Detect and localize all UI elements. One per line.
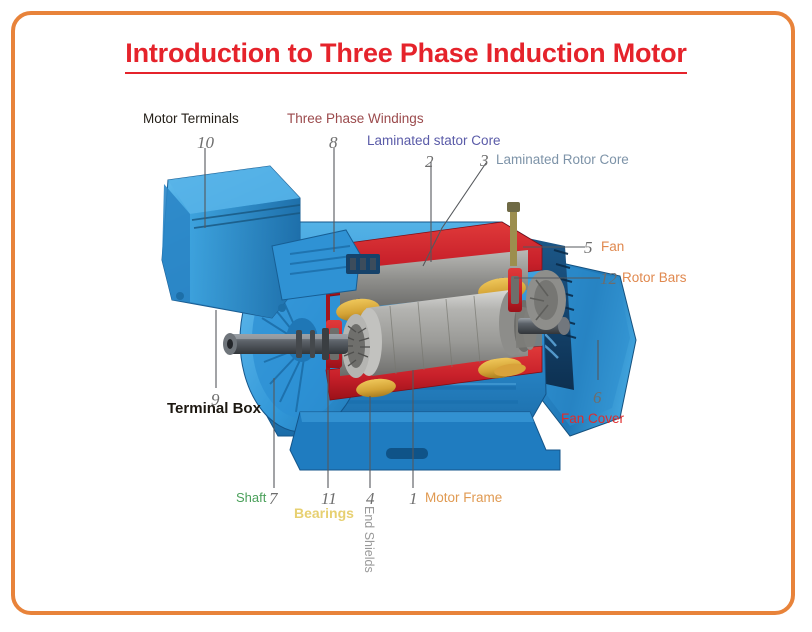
label-end-shields: End Shields — [362, 506, 376, 573]
number-motor-frame: 1 — [409, 489, 418, 508]
page-title: Introduction to Three Phase Induction Mo… — [125, 38, 687, 74]
motor-illustration — [161, 165, 637, 471]
label-bearings: Bearings — [294, 505, 354, 521]
label-rotor-bars: Rotor Bars — [622, 270, 687, 285]
riser-ribs — [289, 245, 355, 275]
number-three-phase-windings: 8 — [329, 133, 338, 152]
label-fan-cover: Fan Cover — [561, 411, 625, 426]
number-laminated-stator-core: 2 — [425, 152, 434, 171]
rotor-end-ring — [494, 363, 526, 377]
rotor-body — [366, 290, 516, 376]
stator-winding-lower-front — [356, 378, 396, 398]
terminal-box-face — [190, 198, 300, 318]
rotor-slots — [342, 314, 370, 378]
motor-base-foot — [289, 411, 561, 471]
number-shaft: 7 — [269, 489, 278, 508]
label-motor-frame: Motor Frame — [425, 490, 503, 505]
lifting-eyebolt — [507, 202, 520, 266]
label-laminated-stator-core: Laminated stator Core — [367, 133, 501, 148]
label-three-phase-windings: Three Phase Windings — [287, 111, 424, 126]
bearing-rear — [508, 268, 522, 312]
label-fan: Fan — [601, 239, 625, 254]
base-slot — [386, 448, 428, 459]
motor-terminals — [346, 254, 380, 274]
number-fan-cover: 6 — [593, 388, 602, 407]
page-title-container: Introduction to Three Phase Induction Mo… — [0, 38, 812, 74]
cooling-fan — [526, 270, 566, 330]
terminal-box — [161, 165, 301, 319]
number-rotor-bars: 12 — [600, 269, 617, 288]
number-motor-terminals: 10 — [197, 133, 214, 152]
number-laminated-rotor-core: 3 — [480, 151, 489, 170]
number-end-shields: 4 — [366, 489, 375, 508]
number-fan: 5 — [584, 238, 593, 257]
terminal-box-lid — [168, 166, 300, 214]
label-laminated-rotor-core: Laminated Rotor Core — [496, 152, 629, 167]
number-terminal-box: 9 — [211, 390, 220, 409]
label-motor-terminals: Motor Terminals — [143, 111, 239, 126]
label-shaft: Shaft — [236, 490, 267, 505]
base-top-highlight — [300, 412, 534, 422]
label-terminal-box: Terminal Box — [167, 400, 261, 417]
terminal-box-bolt-right — [278, 304, 286, 312]
terminal-box-left — [162, 184, 190, 302]
rotor-lamination-lines — [389, 295, 481, 375]
terminal-box-bolt-left — [176, 292, 184, 300]
number-bearings: 11 — [321, 489, 337, 508]
